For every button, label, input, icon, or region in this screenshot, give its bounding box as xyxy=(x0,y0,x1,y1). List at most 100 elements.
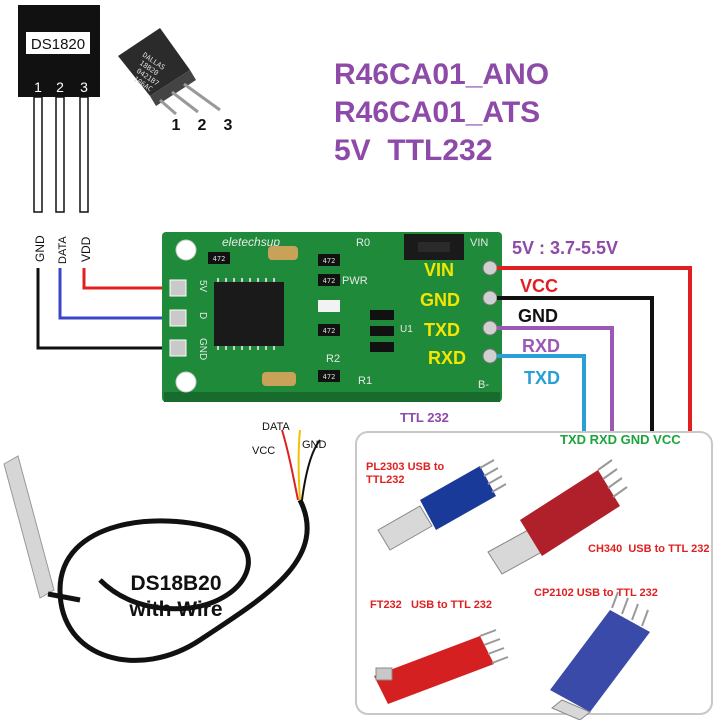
silk-r0: R0 xyxy=(356,237,370,249)
wire-data xyxy=(58,268,176,320)
resistor-4-mark: 472 xyxy=(323,327,336,335)
resistor-1 xyxy=(208,252,230,264)
sensor-wires xyxy=(36,268,176,350)
ch340-pins xyxy=(597,459,628,498)
pad-d xyxy=(169,309,187,327)
wire-label-gnd: GND xyxy=(302,439,327,451)
resistor-4 xyxy=(318,324,340,336)
silk-r1: R1 xyxy=(358,375,372,387)
silk-pwr: PWR xyxy=(342,275,368,287)
ft232-mini-usb xyxy=(375,667,393,681)
small-chip-2 xyxy=(370,326,394,336)
to92-leg-3 xyxy=(183,82,221,112)
pl2303-usb-plug xyxy=(377,505,433,551)
ft232-pins xyxy=(479,629,509,664)
title-block: R46CA01_ANO R46CA01_ATS 5V TTL232 xyxy=(334,58,549,167)
wire-label-data: DATA xyxy=(262,421,290,433)
chip-name: DS1820 xyxy=(31,36,85,53)
pcb-edge xyxy=(164,392,500,402)
resistor-2-mark: 472 xyxy=(323,257,336,265)
main-ic xyxy=(214,282,284,346)
cp2102-label: CP2102 USB to TTL 232 xyxy=(534,587,658,599)
ttl-label: TTL 232 xyxy=(400,410,449,425)
capacitor-1 xyxy=(268,246,298,260)
cp2102-board xyxy=(550,610,650,712)
pin-label-vin: VIN xyxy=(424,260,454,280)
resistor-5 xyxy=(318,370,340,382)
silk-u1: U1 xyxy=(400,324,413,335)
pcb-board: 5V D GND eletechsup 472 472 472 472 472 … xyxy=(162,232,502,402)
silk-r2: R2 xyxy=(326,353,340,365)
pin-fn-data: DATA xyxy=(57,236,69,264)
probe-caption-2: with Wire xyxy=(128,598,222,621)
ic-pins xyxy=(217,278,275,350)
probe-cable xyxy=(57,498,310,663)
capacitor-2 xyxy=(262,372,296,386)
pin-fn-gnd: GND xyxy=(33,235,47,262)
chip-leg-3 xyxy=(79,96,89,213)
ds18b20-photo: DALLAS 18B20 0421B7 106AC 1 2 3 xyxy=(118,28,233,134)
to92-pin-3: 3 xyxy=(224,117,233,134)
wire-label-vcc: VCC xyxy=(252,445,275,457)
ft232-board xyxy=(374,636,494,704)
small-chip-1 xyxy=(370,310,394,320)
title-line-3: 5V TTL232 xyxy=(334,134,492,167)
pin-fn-vdd: VDD xyxy=(79,236,93,262)
pad-txd xyxy=(482,320,498,336)
to92-leg-2 xyxy=(171,90,199,114)
ch340-label: CH340 USB to TTL 232 xyxy=(588,543,709,555)
wire-vdd xyxy=(82,268,176,290)
pad-rxd xyxy=(482,348,498,364)
label-rxd: RXD xyxy=(522,336,560,356)
title-line-1: R46CA01_ANO xyxy=(334,58,549,91)
label-txd: TXD xyxy=(524,368,560,388)
small-chip-3 xyxy=(370,342,394,352)
silk-b-minus: B- xyxy=(478,379,489,391)
mount-hole-bl xyxy=(175,371,197,393)
adapter-panel: TXD RXD GND VCC PL2303 USB to TTL232 CH3… xyxy=(355,431,713,720)
chip-pin-2: 2 xyxy=(56,79,64,95)
wire-rxd xyxy=(497,326,614,432)
adapter-ft232: FT232 USB to TTL 232 xyxy=(370,599,509,704)
to92-pin-2: 2 xyxy=(198,117,207,134)
to92-leg-1 xyxy=(159,98,177,116)
pad-gnd xyxy=(169,339,187,357)
wire-txd xyxy=(497,354,586,432)
silk-d: D xyxy=(197,312,208,319)
label-gnd: GND xyxy=(518,306,558,326)
wire-gnd xyxy=(36,268,176,350)
to92-body xyxy=(118,28,190,96)
adapter-pl2303: PL2303 USB to TTL232 xyxy=(366,459,507,551)
pcb-body xyxy=(162,232,502,402)
probe-cable-end xyxy=(47,591,81,603)
silk-vin: VIN xyxy=(470,237,488,249)
adapter-wires xyxy=(497,266,692,432)
silk-5v: 5V xyxy=(197,280,208,293)
chip-leg-1 xyxy=(33,96,43,213)
adapter-ch340: CH340 USB to TTL 232 xyxy=(487,459,709,575)
ds1820-chip: DS1820 1 2 3 GND DATA VDD xyxy=(18,5,100,264)
to92-pin-1: 1 xyxy=(172,117,181,134)
cp2102-usb-plug xyxy=(551,699,591,720)
resistor-5-mark: 472 xyxy=(323,373,336,381)
resistor-2 xyxy=(318,254,340,266)
cp2102-pins xyxy=(611,591,649,627)
ch340-board xyxy=(520,470,620,556)
pin-label-rxd: RXD xyxy=(428,348,466,368)
wire-vcc xyxy=(497,266,692,432)
supply-note: 5V : 3.7-5.5V xyxy=(512,238,618,258)
chip-pin-3: 3 xyxy=(80,79,88,95)
chip-leg-2 xyxy=(55,96,65,213)
probe-steel-tip xyxy=(3,455,55,599)
chip-label-box xyxy=(26,32,90,54)
pad-vin xyxy=(482,260,498,276)
resistor-1-mark: 472 xyxy=(213,255,226,263)
adapter-cp2102: CP2102 USB to TTL 232 xyxy=(534,587,658,720)
board-brand: eletechsup xyxy=(222,235,280,249)
ds18b20-probe: DATA VCC GND DS18B20 with Wire xyxy=(3,421,327,663)
chip-pin-1: 1 xyxy=(34,79,42,95)
ft232-label: FT232 USB to TTL 232 xyxy=(370,599,492,611)
regulator-tab xyxy=(418,242,450,252)
